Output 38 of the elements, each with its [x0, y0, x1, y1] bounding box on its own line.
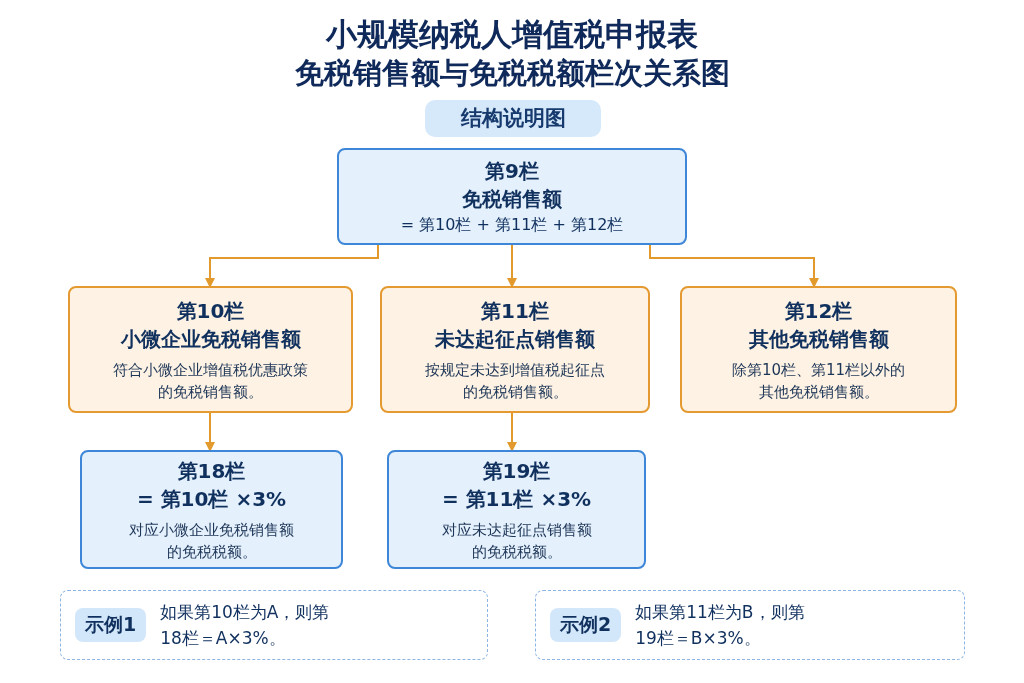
- arrow: [649, 244, 819, 288]
- formula: = 第10栏 ×3%: [136, 485, 287, 513]
- column-number: 第18栏: [177, 457, 246, 485]
- column-box: [337, 148, 687, 245]
- example-text: 如果第10栏为A，则第18栏＝A×3%。: [160, 601, 331, 650]
- arrow: [205, 244, 379, 288]
- arrow: [205, 412, 215, 452]
- column-number: 第10栏: [176, 297, 245, 325]
- arrow: [507, 412, 517, 452]
- formula: = 第10栏 + 第11栏 + 第12栏: [400, 213, 624, 236]
- subtitle-badge: 结构说明图: [425, 100, 601, 137]
- column-box: [68, 286, 353, 413]
- example-text: 如果第11栏为B，则第19栏＝B×3%。: [635, 601, 806, 650]
- example-box: [60, 590, 488, 660]
- example-tag: 示例2: [550, 608, 622, 642]
- description: 对应未达起征点销售额的免税税额。: [440, 519, 593, 563]
- column-number: 第19栏: [482, 457, 551, 485]
- column-title: 其他免税销售额: [748, 325, 889, 353]
- column-title: 免税销售额: [462, 185, 562, 213]
- subtitle: 免税销售额与免税税额栏次关系图: [293, 55, 731, 92]
- column-number: 第11栏: [481, 297, 549, 325]
- column-number: 第12栏: [784, 297, 853, 325]
- example-tag: 示例1: [75, 608, 147, 642]
- column-box: [680, 286, 957, 413]
- column-box: [80, 450, 343, 569]
- example-box: [535, 590, 965, 660]
- column-box: [380, 286, 650, 413]
- description: 除第10栏、第11栏以外的其他免税销售额。: [730, 359, 907, 403]
- description: 对应小微企业免税销售额的免税税额。: [128, 519, 295, 563]
- column-title: 小微企业免税销售额: [120, 325, 301, 353]
- title: 小规模纳税人增值税申报表: [324, 15, 699, 54]
- formula: = 第11栏 ×3%: [441, 485, 592, 513]
- column-title: 未达起征点销售额: [435, 325, 595, 353]
- column-number: 第9栏: [485, 157, 539, 185]
- arrow: [507, 244, 517, 288]
- column-box: [387, 450, 646, 569]
- description: 符合小微企业增值税优惠政策的免税销售额。: [112, 359, 309, 403]
- description: 按规定未达到增值税起征点的免税销售额。: [424, 359, 606, 403]
